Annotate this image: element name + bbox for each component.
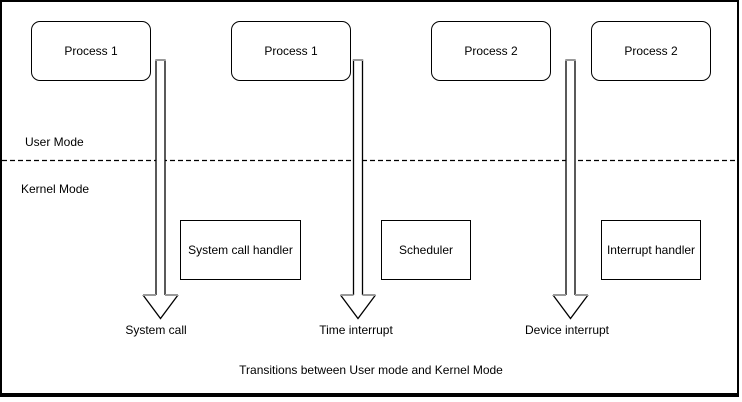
process-box-1-label: Process 1 <box>64 44 118 58</box>
kernel-mode-label: Kernel Mode <box>21 182 90 196</box>
process-box-4-label: Process 2 <box>624 44 678 58</box>
process-box-3-label: Process 2 <box>464 44 518 58</box>
scheduler-box: Scheduler <box>381 220 471 280</box>
device-interrupt-label: Device interrupt <box>524 323 610 337</box>
user-mode-label: User Mode <box>25 135 84 149</box>
process-box-2: Process 1 <box>231 21 351 81</box>
interrupt-handler-box: Interrupt handler <box>601 220 701 280</box>
system-call-handler-box: System call handler <box>180 220 301 280</box>
process-box-2-label: Process 1 <box>264 44 318 58</box>
interrupt-handler-label: Interrupt handler <box>606 243 696 257</box>
process-box-4: Process 2 <box>591 21 711 81</box>
scheduler-label: Scheduler <box>398 243 454 257</box>
system-call-handler-label: System call handler <box>188 243 293 257</box>
system-call-label: System call <box>125 323 187 337</box>
process-box-3: Process 2 <box>431 21 551 81</box>
diagram-caption: Transitions between User mode and Kernel… <box>239 363 503 377</box>
process-box-1: Process 1 <box>31 21 151 81</box>
time-interrupt-label: Time interrupt <box>319 323 393 337</box>
